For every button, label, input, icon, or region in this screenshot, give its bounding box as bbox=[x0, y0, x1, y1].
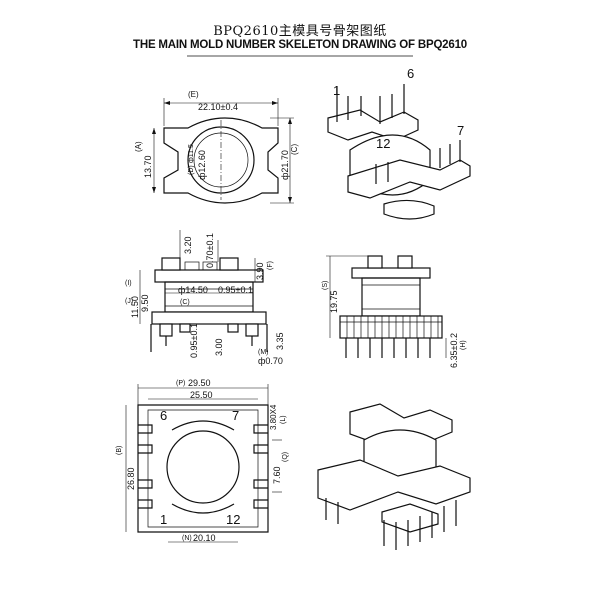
top-bore-value: ф12.60 bbox=[197, 150, 207, 180]
side-dim-950: 9.50 bbox=[140, 294, 150, 312]
front-pins bbox=[345, 338, 431, 358]
iso-view-top: 1 6 7 12 bbox=[327, 66, 471, 220]
bottom-pin1-label: 1 bbox=[160, 512, 167, 527]
side-dim-950-label: (J) bbox=[125, 298, 133, 305]
front-view: 19.75 (S) 6.35±0.2 (H) bbox=[322, 255, 467, 368]
bottom-outer-label: (P) bbox=[176, 380, 185, 387]
bottom-inner-value: 25.50 bbox=[190, 390, 213, 400]
iso-bottom-pins bbox=[325, 498, 457, 550]
front-height-label: (S) bbox=[322, 281, 329, 290]
bottom-pin7-label: 7 bbox=[232, 408, 239, 423]
bottom-bore-circle bbox=[166, 430, 240, 504]
top-right-height-label: (C) bbox=[290, 144, 299, 155]
side-top-flange bbox=[154, 269, 264, 283]
bottom-slot-value: 3.80X4 bbox=[269, 404, 278, 430]
bottom-pitch-value: 7.60 bbox=[272, 466, 282, 484]
bottom-pitch-label: (Q) bbox=[282, 452, 289, 462]
side-dim-1150: 11.50 bbox=[130, 296, 140, 318]
top-view: (E) 22.10±0.4 (A) 13.70 ф12.60 (D) ф11.5… bbox=[134, 90, 299, 204]
side-dim-335: 3.35 bbox=[275, 332, 285, 350]
side-dim-1450: ф14.50 bbox=[178, 285, 208, 295]
iso-pin7-label: 7 bbox=[457, 123, 464, 138]
drawing-title-en: THE MAIN MOLD NUMBER SKELETON DRAWING OF… bbox=[133, 39, 467, 51]
side-bottom-flange bbox=[151, 311, 267, 325]
top-body-outline bbox=[163, 117, 279, 204]
top-right-height-value: ф21.70 bbox=[280, 150, 290, 180]
front-height-value: 19.75 bbox=[329, 290, 339, 313]
bottom-view: 6 7 1 12 (P) 29.50 25.50 3.80X4 (L) (B) … bbox=[116, 378, 289, 543]
side-pin-value: ф0.70 bbox=[258, 356, 283, 366]
side-pin-label: (M) bbox=[258, 349, 269, 356]
top-width-label: (E) bbox=[188, 90, 199, 99]
iso-pin6-label: 6 bbox=[407, 66, 414, 81]
front-pin-len-label: (H) bbox=[460, 340, 467, 350]
front-ribs bbox=[346, 316, 439, 338]
iso-top-pins bbox=[336, 84, 461, 184]
bottom-height-value: 26.80 bbox=[126, 467, 136, 490]
side-dim-095a: 0.95±0.1 bbox=[218, 285, 253, 295]
bottom-left-slots bbox=[138, 424, 153, 509]
front-top-flange bbox=[351, 267, 431, 279]
side-view: 3.20 0.70±0.1 3.90 (F) 11.50 (I) 9.50 (J… bbox=[125, 230, 285, 366]
bottom-bottom-value: 20.10 bbox=[193, 533, 216, 543]
top-bore-circle bbox=[187, 126, 255, 194]
iso-view-bottom bbox=[317, 403, 471, 550]
bottom-pin12-label: 12 bbox=[226, 512, 240, 527]
bottom-right-slots bbox=[253, 424, 268, 509]
side-dim-095b: 0.95±0.1 bbox=[189, 323, 199, 358]
side-dim-390-label: (F) bbox=[267, 261, 274, 270]
bottom-bottom-label: (N) bbox=[182, 535, 192, 542]
side-dim-320: 3.20 bbox=[183, 236, 193, 254]
top-bore-label: (D) bbox=[188, 165, 195, 175]
front-pin-len-value: 6.35±0.2 bbox=[449, 333, 459, 368]
side-dim-070: 0.70±0.1 bbox=[205, 233, 215, 268]
drawing-title-cn: BPQ2610主模具号骨架图纸 bbox=[213, 24, 387, 39]
bottom-outline bbox=[137, 404, 269, 533]
top-bore-note: ф11.5 bbox=[188, 144, 195, 163]
top-width-value: 22.10±0.4 bbox=[198, 102, 238, 112]
side-dim-390: 3.90 bbox=[255, 262, 265, 280]
front-bottom-flange bbox=[339, 315, 443, 339]
side-dim-1450-label: (C) bbox=[180, 299, 190, 306]
top-left-height-value: 13.70 bbox=[143, 155, 153, 178]
iso-pin1-label: 1 bbox=[333, 83, 340, 98]
front-core-body bbox=[361, 277, 421, 317]
bottom-height-label: (B) bbox=[116, 446, 123, 455]
bottom-pin6-label: 6 bbox=[160, 408, 167, 423]
bottom-outer-value: 29.50 bbox=[188, 378, 211, 388]
bottom-slot-label: (L) bbox=[280, 415, 287, 424]
top-left-height-label: (A) bbox=[134, 141, 143, 152]
side-dim-300: 3.00 bbox=[214, 338, 224, 356]
iso-pin12-label: 12 bbox=[376, 136, 390, 151]
side-dim-1150-label: (I) bbox=[125, 280, 132, 287]
